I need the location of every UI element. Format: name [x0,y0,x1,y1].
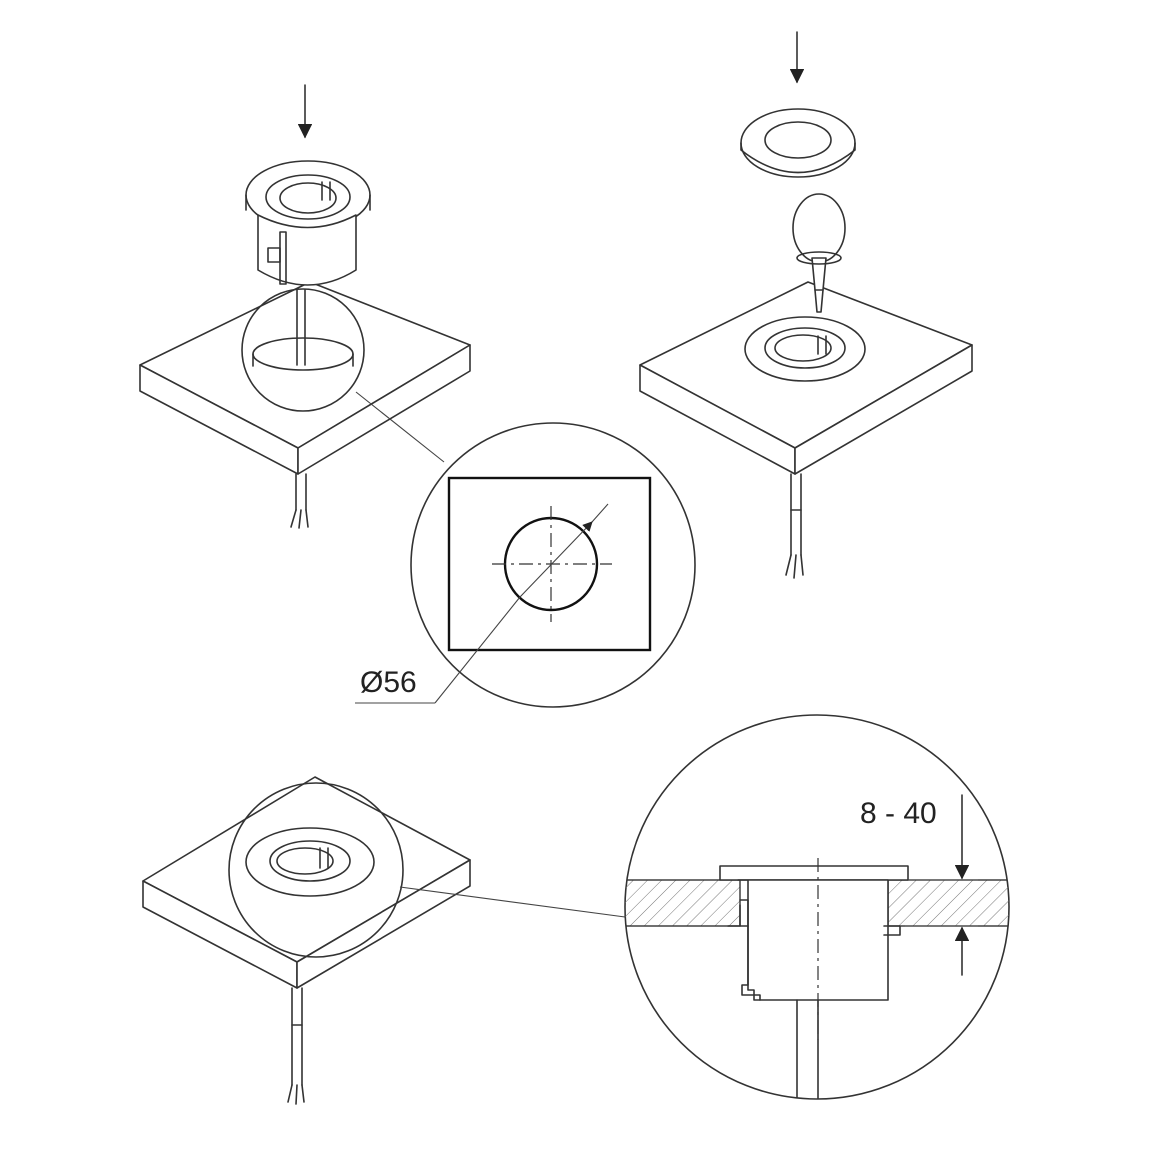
fixture-body [737,879,889,1001]
step3-installed-fixture [245,827,375,897]
section-cable [796,999,819,1099]
step2-screwdriver [792,193,846,313]
step2-board-side-right [794,344,973,475]
board-section-right [887,879,1009,927]
hole-detail: Ø56 [355,422,696,708]
step3-detail-leader [399,886,626,918]
step1-detail-leader [355,391,445,463]
section-detail: 8 - 40 [624,714,1010,1100]
step1-board-side-right [297,344,471,475]
step1-cable [295,473,307,511]
hole-diameter-label: Ø56 [360,666,417,699]
step3-cable [291,987,303,1086]
step2-assembly [639,31,973,579]
step3-magnifier-circle [228,782,404,958]
fixture-flange [719,865,909,881]
step3-assembly [142,776,626,1105]
step2-trim-ring [740,108,856,178]
hole-detail-circle [410,422,696,708]
step1-magnifier-circle [241,288,365,412]
step2-cable [790,473,802,556]
hole-detail-panel [447,476,652,652]
step2-installed-housing [744,316,866,382]
thickness-range-label: 8 - 40 [860,797,937,830]
step1-housing [245,160,371,286]
step1-assembly [139,84,471,529]
board-section-left [625,879,741,927]
